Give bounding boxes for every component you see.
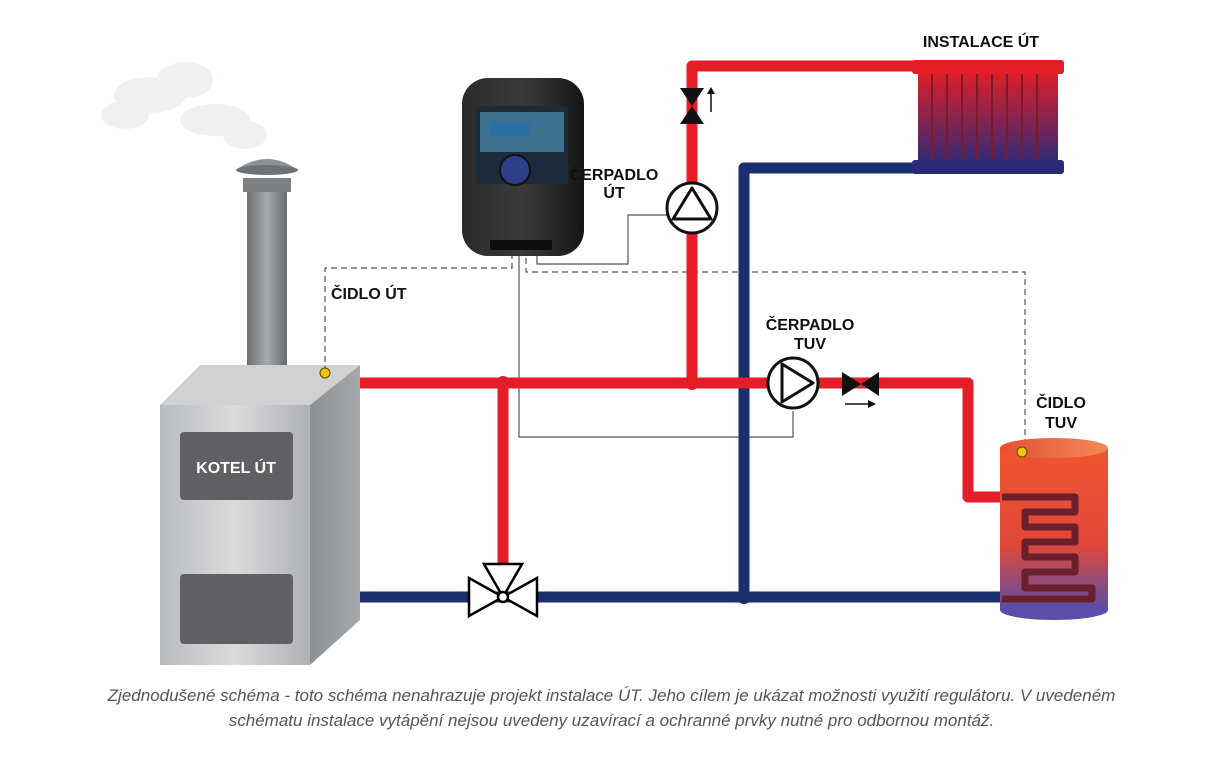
pump-ut-label-line1: ČERPADLO xyxy=(570,165,659,184)
pump-ut-icon xyxy=(665,181,719,235)
return-pipes xyxy=(360,162,1000,603)
three-way-valve xyxy=(467,562,539,619)
pump-tuv-icon xyxy=(766,356,820,410)
pump-tuv-label-line1: ČERPADLO xyxy=(766,315,855,334)
boiler-ash-door xyxy=(180,574,293,644)
tank-heat-coil xyxy=(1002,493,1096,603)
disclaimer-caption: Zjednodušené schéma - toto schéma nenahr… xyxy=(0,683,1223,733)
chimney xyxy=(236,159,298,383)
installation-label: INSTALACE ÚT xyxy=(923,32,1039,51)
caption-line-2: schématu instalace vytápění nejsou uvede… xyxy=(228,711,995,730)
supply-pipes xyxy=(360,60,1002,575)
pump-ut-label-line2: ÚT xyxy=(603,183,625,202)
check-valve-ut xyxy=(680,87,715,124)
pump-tuv-label-line2: TUV xyxy=(794,336,826,353)
heating-system-diagram: KOTEL ÚT xyxy=(101,32,1108,665)
boiler-sensor-label: ČIDLO ÚT xyxy=(331,284,407,303)
sensor-wires xyxy=(324,255,1026,448)
hot-water-tank xyxy=(1000,438,1108,620)
check-valve-tuv xyxy=(842,372,879,408)
smoke-cloud xyxy=(101,62,267,149)
tank-sensor-label-line1: ČIDLO xyxy=(1036,393,1086,412)
boiler-sensor-dot xyxy=(319,367,331,379)
tank-sensor-label-line2: TUV xyxy=(1045,415,1077,432)
caption-line-1: Zjednodušené schéma - toto schéma nenahr… xyxy=(107,686,1116,705)
pipe-junctions xyxy=(496,376,751,604)
controller-device xyxy=(462,78,584,256)
boiler: KOTEL ÚT xyxy=(160,365,360,665)
radiator xyxy=(912,60,1064,174)
boiler-label: KOTEL ÚT xyxy=(196,458,276,477)
pump-wires xyxy=(518,214,794,438)
boiler-panel xyxy=(180,432,293,500)
tank-sensor-dot xyxy=(1016,446,1028,458)
